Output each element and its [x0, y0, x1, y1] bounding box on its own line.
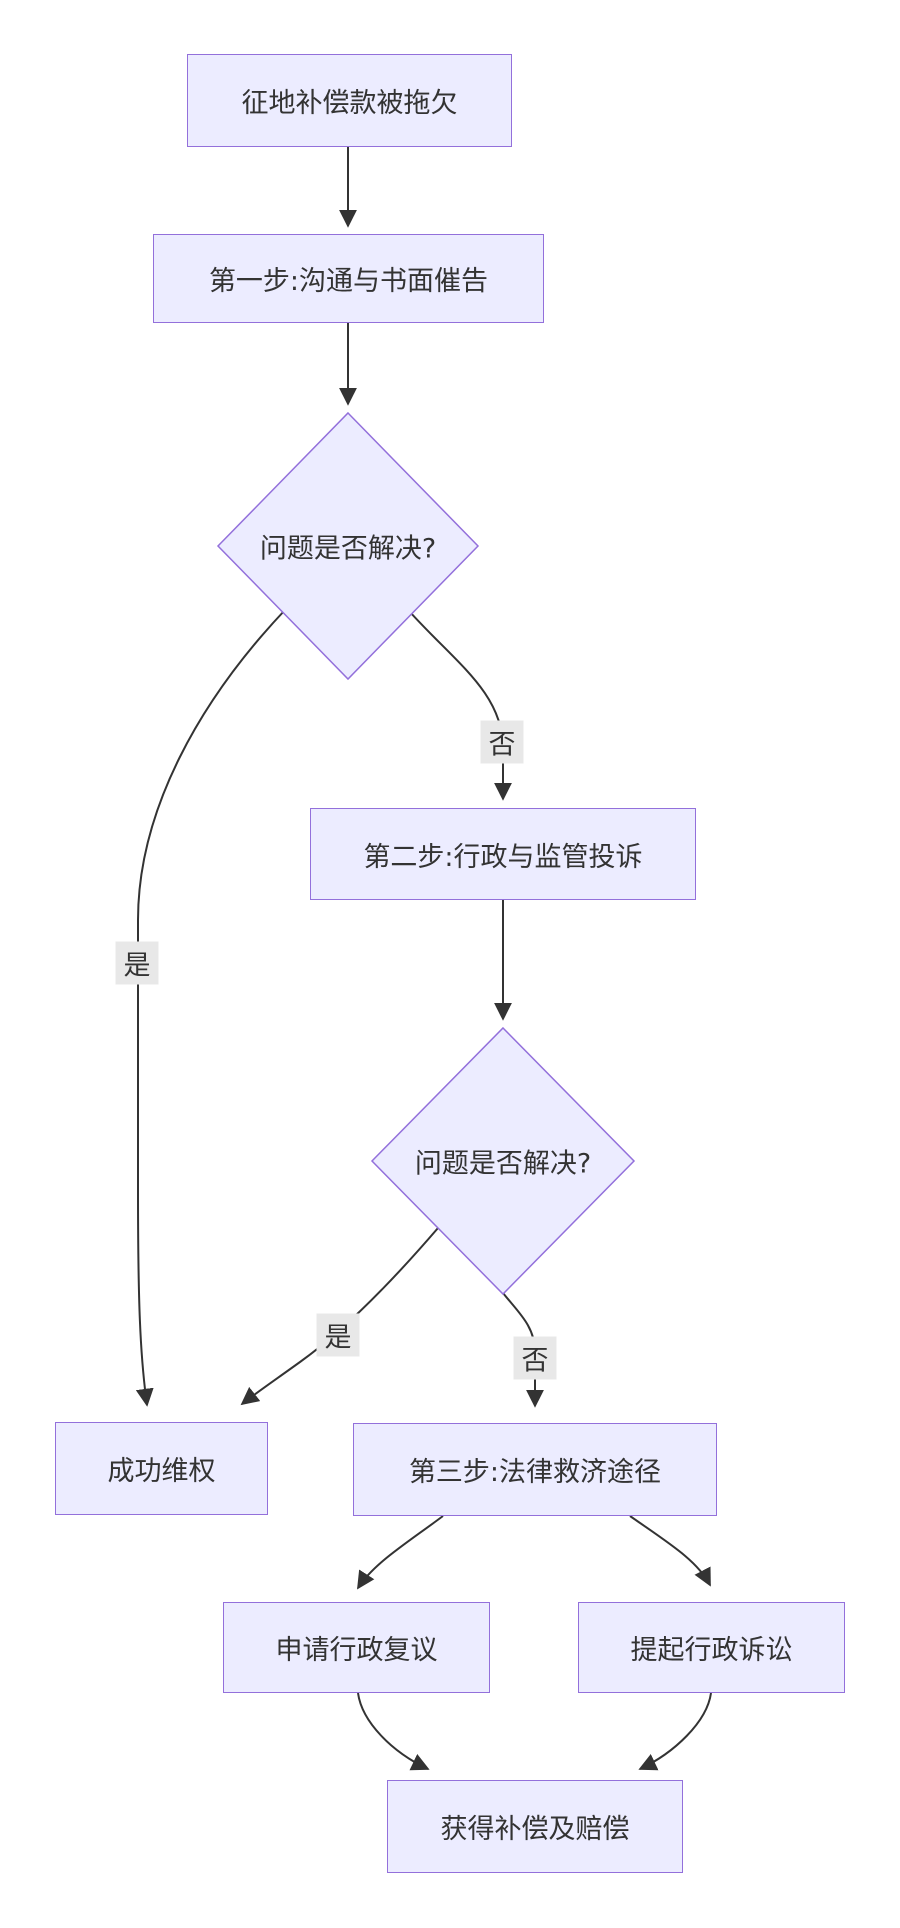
node-decision1-label: 问题是否解决?	[259, 533, 437, 565]
node-lawsuit: 提起行政诉讼	[578, 1602, 845, 1693]
edge-label-yes-2: 是	[316, 1313, 360, 1357]
node-result: 获得补偿及赔偿	[387, 1780, 683, 1873]
node-decision1-shape	[216, 411, 480, 681]
edge-label-no-2: 否	[513, 1336, 557, 1380]
node-step1-label: 第一步:沟通与书面催告	[208, 266, 489, 297]
edge-label-yes-1: 是	[115, 941, 159, 985]
node-review: 申请行政复议	[223, 1602, 490, 1693]
edge-decision2-success	[240, 1227, 439, 1406]
node-lawsuit-label: 提起行政诉讼	[630, 1635, 793, 1666]
edge-label-no-1: 否	[480, 720, 524, 764]
node-decision2-shape	[370, 1026, 636, 1296]
edge-step3-lawsuit	[629, 1515, 711, 1587]
node-result-label: 获得补偿及赔偿	[440, 1814, 630, 1845]
node-start: 征地补偿款被拖欠	[187, 54, 512, 147]
edge-decision1-step2	[409, 611, 512, 801]
node-success-label: 成功维权	[107, 1456, 216, 1487]
node-step2-label: 第二步:行政与监管投诉	[363, 841, 643, 873]
node-step1: 第一步:沟通与书面催告	[153, 234, 544, 323]
node-review-label: 申请行政复议	[275, 1635, 438, 1666]
node-step2: 第二步:行政与监管投诉	[310, 808, 696, 900]
edge-lawsuit-result	[638, 1692, 712, 1771]
edge-step3-review	[357, 1515, 444, 1590]
edge-decision1-success	[135, 609, 286, 1407]
node-step3: 第三步:法律救济途径	[353, 1423, 717, 1516]
node-start-label: 征地补偿款被拖欠	[241, 88, 458, 119]
node-decision2-label: 问题是否解决?	[414, 1148, 592, 1180]
node-success: 成功维权	[55, 1422, 268, 1515]
node-step3-label: 第三步:法律救济途径	[408, 1457, 662, 1488]
edge-review-result	[357, 1692, 430, 1771]
